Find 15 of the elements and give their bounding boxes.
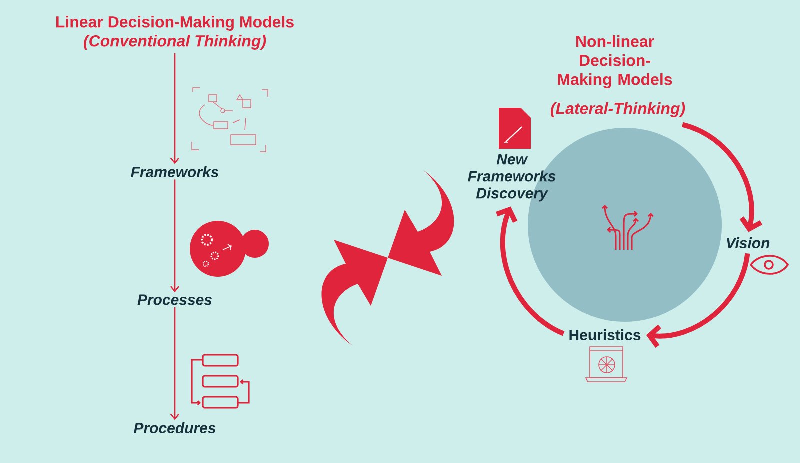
step-label: Heuristics (570, 330, 641, 340)
arrow (170, 180, 180, 293)
step-label: Processes (138, 294, 212, 306)
arrow (170, 307, 180, 420)
heading: (Lateral-Thinking) (551, 102, 686, 118)
arrow (170, 54, 180, 164)
step-label: Frameworks (131, 166, 219, 178)
step-label: Procedures (134, 422, 216, 434)
step-label: Vision (727, 238, 770, 248)
heading: Linear Decision-Making Models (Conventional Thinking) (56, 16, 294, 50)
cycle-arrow (646, 253, 750, 348)
heading: Non-linear Decision-Making Models (558, 36, 672, 88)
cycle-arrow (496, 206, 565, 336)
step-label: New Frameworks Discovery (468, 154, 556, 202)
cycle-arrow (682, 122, 762, 232)
